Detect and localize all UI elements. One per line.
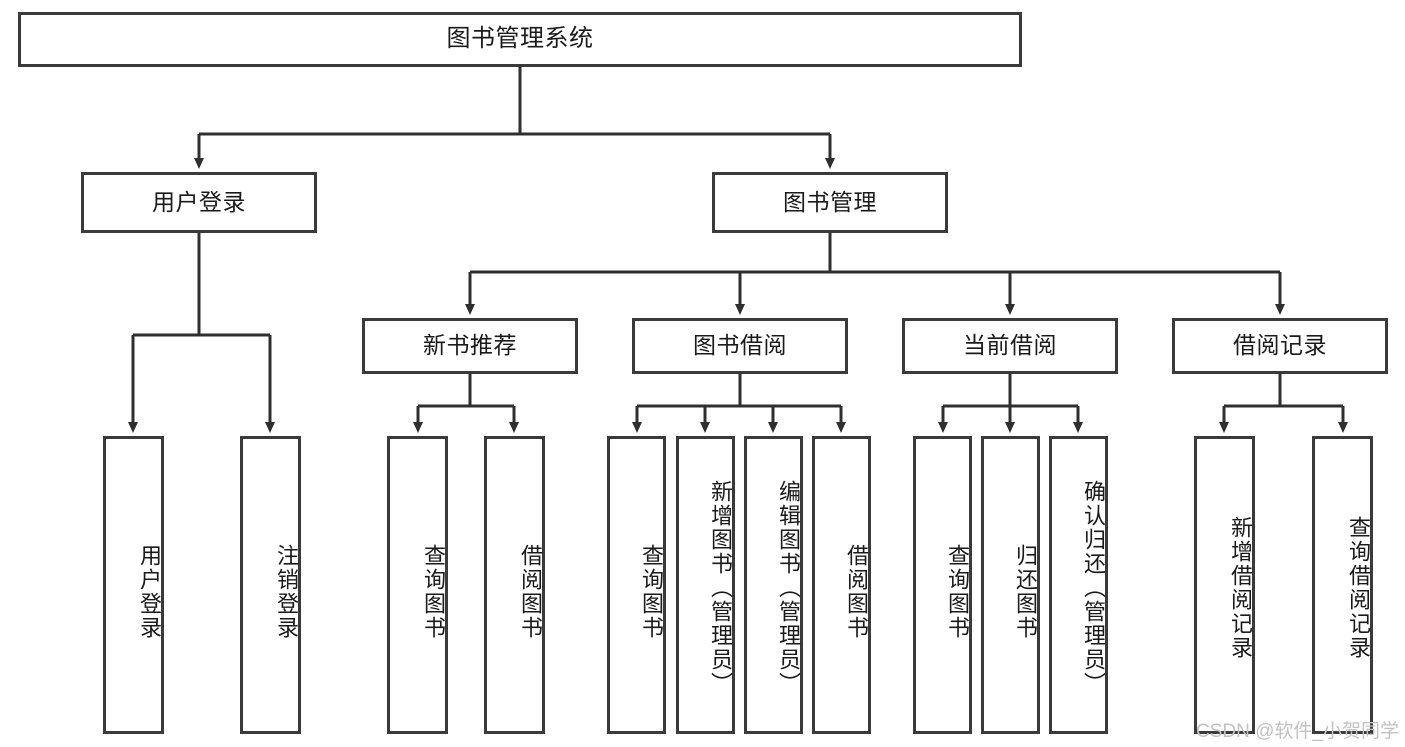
edges-book-manage-to-level3 (465, 233, 1285, 315)
node-leaf-query-book-2-label: 查询图书 (639, 544, 664, 640)
edges-current-borrow-to-leaves (938, 374, 1083, 433)
node-leaf-borrow-book-1-label: 借阅图书 (518, 544, 543, 640)
node-root[interactable]: 图书管理系统 (18, 12, 1022, 67)
node-borrow-record[interactable]: 借阅记录 (1172, 318, 1388, 374)
edges-book-borrow-to-leaves (632, 374, 846, 433)
node-leaf-borrow-book-2-label: 借阅图书 (844, 544, 869, 640)
node-leaf-user-login-label: 用户登录 (137, 544, 162, 640)
edges-root-to-level2 (194, 67, 835, 169)
node-leaf-query-book-3-label: 查询图书 (945, 544, 970, 640)
node-leaf-edit-book-label: 编辑图书（管理员） (776, 480, 801, 696)
node-user-login[interactable]: 用户登录 (81, 172, 317, 233)
node-leaf-confirm-return-label: 确认归还（管理员） (1081, 480, 1106, 696)
node-leaf-borrow-book-1[interactable]: 借阅图书 (484, 436, 545, 734)
node-leaf-return-book[interactable]: 归还图书 (981, 436, 1040, 734)
node-leaf-query-record-label: 查询借阅记录 (1346, 516, 1371, 660)
edges-new-book-recommend-to-leaves (413, 374, 519, 433)
node-leaf-return-book-label: 归还图书 (1013, 544, 1038, 640)
node-borrow-record-label: 借阅记录 (1233, 332, 1327, 359)
node-new-book-recommend-label: 新书推荐 (423, 332, 517, 359)
node-leaf-add-book-label: 新增图书（管理员） (708, 480, 733, 696)
node-leaf-edit-book[interactable]: 编辑图书（管理员） (744, 436, 803, 734)
node-leaf-add-record[interactable]: 新增借阅记录 (1194, 436, 1255, 734)
node-new-book-recommend[interactable]: 新书推荐 (362, 318, 578, 374)
node-root-label: 图书管理系统 (446, 25, 594, 53)
node-leaf-add-book[interactable]: 新增图书（管理员） (676, 436, 735, 734)
node-current-borrow[interactable]: 当前借阅 (902, 318, 1118, 374)
node-book-manage-label: 图书管理 (783, 188, 877, 215)
edges-borrow-record-to-leaves (1219, 374, 1348, 433)
edges-user-login-to-leaves (128, 233, 275, 433)
node-book-borrow[interactable]: 图书借阅 (632, 318, 848, 374)
node-leaf-add-record-label: 新增借阅记录 (1228, 516, 1253, 660)
node-leaf-user-logout-label: 注销登录 (274, 544, 299, 640)
node-leaf-confirm-return[interactable]: 确认归还（管理员） (1049, 436, 1108, 734)
node-leaf-query-book-1-label: 查询图书 (421, 544, 446, 640)
node-book-manage[interactable]: 图书管理 (712, 172, 948, 233)
node-leaf-query-record[interactable]: 查询借阅记录 (1312, 436, 1373, 734)
node-book-borrow-label: 图书借阅 (693, 332, 787, 359)
node-current-borrow-label: 当前借阅 (963, 332, 1057, 359)
node-leaf-query-book-2[interactable]: 查询图书 (607, 436, 666, 734)
node-user-login-label: 用户登录 (152, 188, 246, 215)
csdn-watermark: CSDN @软件_小贺同学 (1196, 721, 1399, 742)
node-leaf-user-login[interactable]: 用户登录 (103, 436, 164, 734)
node-leaf-user-logout[interactable]: 注销登录 (240, 436, 301, 734)
node-leaf-query-book-1[interactable]: 查询图书 (387, 436, 448, 734)
node-leaf-query-book-3[interactable]: 查询图书 (913, 436, 972, 734)
node-leaf-borrow-book-2[interactable]: 借阅图书 (812, 436, 871, 734)
